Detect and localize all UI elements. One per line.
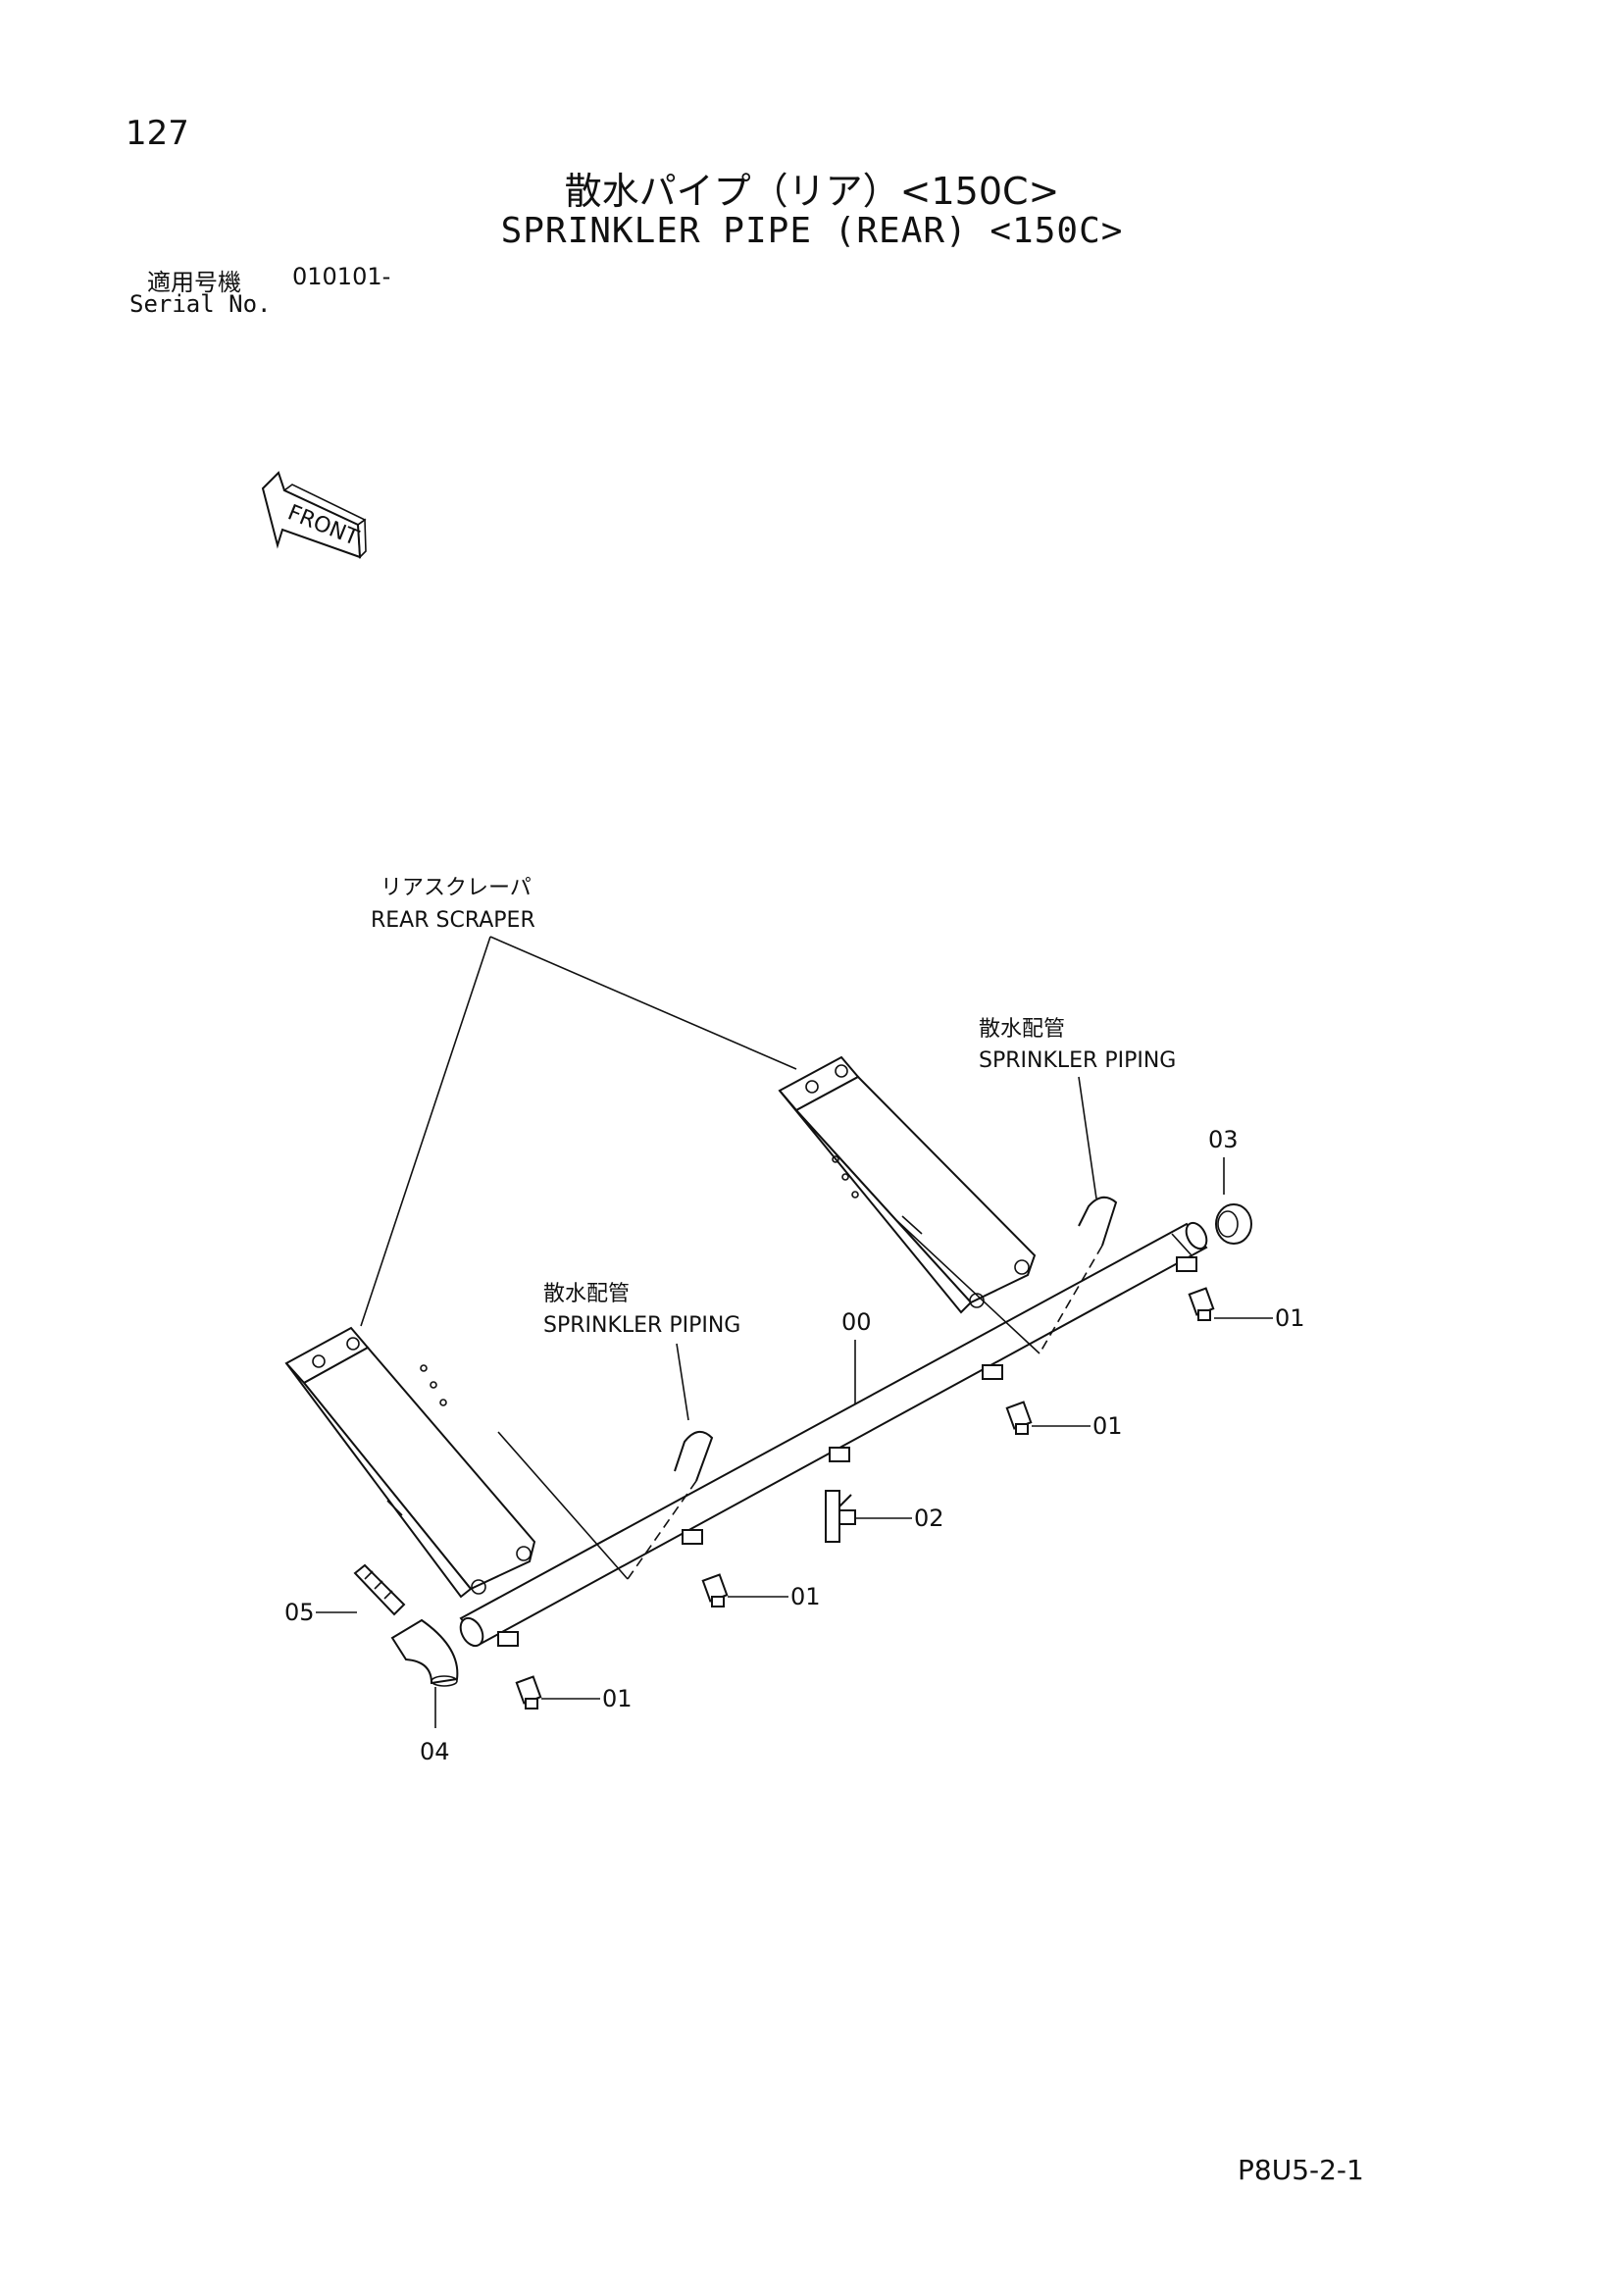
serial-label-en: Serial No. [129,290,272,318]
rear-scraper-label-jp: リアスクレーパ [381,876,532,900]
callout-01-b: 01 [1092,1412,1123,1440]
rear-scraper-left [284,1326,536,1599]
callout-02: 02 [914,1505,944,1532]
nipple-01-mid-right [1005,1401,1033,1435]
serial-value: 010101- [292,263,391,290]
callout-00: 00 [841,1308,872,1336]
cap-03 [1215,1203,1252,1245]
sprinkler-piping-left-label-jp: 散水配管 [543,1282,630,1306]
serial-label-jp: 適用号機 [147,269,241,296]
elbow-04 [390,1618,459,1687]
rear-scraper-right [778,1055,1037,1314]
sprinkler-piping-right-label-en: SPRINKLER PIPING [979,1048,1176,1073]
sprinkler-piping-right-label-jp: 散水配管 [979,1017,1065,1042]
callout-04: 04 [420,1738,450,1765]
sprinkler-piping-left-leader [676,1343,689,1421]
sprinkler-piping-left [497,1431,714,1580]
callout-01-d: 01 [602,1685,633,1712]
adapter-05 [353,1563,406,1616]
front-arrow-icon: FRONT [261,471,367,559]
valve-02 [825,1490,856,1543]
rear-scraper-leader-lines [360,936,797,1327]
callout-01-a: 01 [1275,1304,1305,1332]
sprinkler-piping-right [896,1196,1118,1354]
callout-03: 03 [1208,1126,1239,1153]
page-number: 127 [126,114,189,153]
callout-01-c: 01 [790,1583,821,1610]
rear-scraper-label-en: REAR SCRAPER [371,908,535,933]
page-title-jp: 散水パイプ（リア）<150C> [564,170,1060,213]
page-title-en: SPRINKLER PIPE (REAR) <150C> [500,211,1124,251]
nipple-01-right [1188,1287,1215,1321]
callout-05: 05 [284,1599,315,1626]
sprinkler-pipe [459,1221,1208,1648]
sprinkler-piping-right-leader [1078,1076,1097,1199]
nipple-01-mid-left [701,1573,729,1607]
sprinkler-piping-left-label-en: SPRINKLER PIPING [543,1313,740,1338]
nipple-01-left [515,1675,542,1709]
document-code: P8U5-2-1 [1238,2154,1364,2186]
